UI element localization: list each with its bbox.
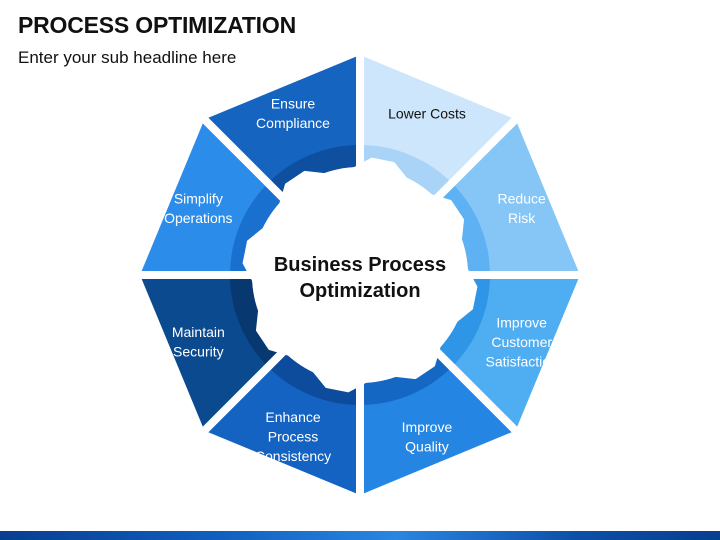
segment-label-line: Risk [508, 210, 536, 226]
segment-label-line: Security [173, 344, 224, 360]
slide-title: PROCESS OPTIMIZATION [18, 12, 296, 38]
segment-divider [432, 113, 522, 203]
segment-label-line: Compliance [256, 115, 330, 131]
segment-divider [432, 347, 522, 437]
segment-label-line: Ensure [271, 96, 316, 112]
segment-label-line: Process [268, 429, 319, 445]
center-hub [252, 167, 468, 383]
segment-label-line: Quality [405, 438, 449, 454]
segment-label-line: Improve [496, 314, 547, 330]
segment-label-line: Customer [491, 334, 552, 350]
wheel-segment-1: Lower Costs [360, 55, 516, 199]
segment-label-line: Improve [402, 419, 453, 435]
segment-label-line: Maintain [172, 324, 225, 340]
footer-bar [0, 531, 720, 540]
segment-label-line: Simplify [174, 190, 223, 206]
segment-label-line: Operations [164, 210, 232, 226]
segment-label-line: Lower Costs [388, 105, 466, 121]
segment-label-line: Enhance [265, 409, 320, 425]
segment-inner-band [436, 275, 490, 367]
segment-label-line: Satisfaction [485, 353, 557, 369]
segment-label-line: Consistency [255, 448, 331, 464]
segment-label-line: Reduce [498, 190, 546, 206]
segment-label: Lower Costs [388, 105, 466, 121]
segment-inner-band [360, 145, 452, 199]
segment-inner-band [230, 183, 284, 275]
slide-subtitle: Enter your sub headline here [18, 48, 237, 67]
center-label-line: Business Process [274, 254, 446, 276]
segment-divider [198, 113, 288, 203]
segment-divider [198, 347, 288, 437]
center-label-line: Optimization [299, 280, 420, 302]
segment-inner-band [268, 351, 360, 405]
